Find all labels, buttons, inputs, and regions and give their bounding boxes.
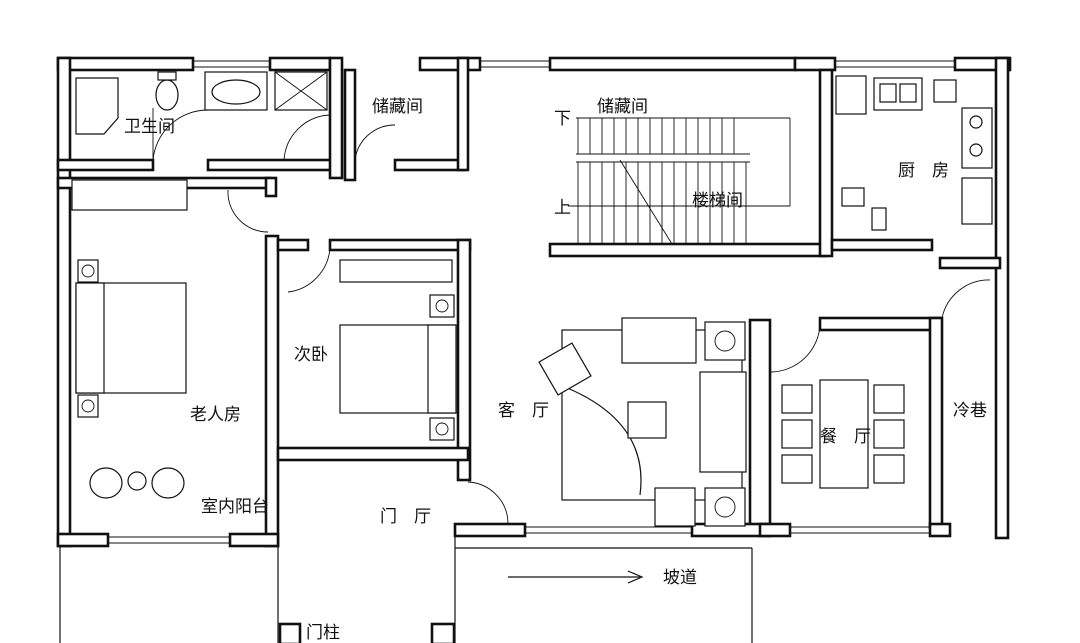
ramp-arrow-icon [508,570,644,584]
second-bedroom-furniture [339,259,457,441]
label-stair-up: 上 [554,198,571,218]
label-foyer: 门 厅 [380,507,431,527]
label-gate-pillar: 门柱 [306,623,340,643]
label-kitchen: 厨 房 [898,161,949,181]
label-ramp: 坡道 [663,568,697,588]
label-elder-room: 老人房 [190,405,241,425]
label-storage-stair: 储藏间 [597,97,648,117]
living-room-furniture [538,317,747,527]
label-storage-left: 储藏间 [372,97,423,117]
walls [56,56,1012,643]
doors [152,108,991,525]
kitchen-fixtures [835,75,993,231]
stair-treads [568,117,791,245]
bathroom-fixtures [75,71,328,135]
label-stair-down: 下 [554,109,571,129]
label-dining-room: 餐 厅 [820,427,871,447]
label-second-bedroom: 次卧 [294,345,328,365]
elder-room-furniture [71,179,188,499]
room-labels: 卫生间 储藏间 储藏间 下 上 楼梯间 厨 房 老人房 次卧 客 厅 餐 厅 冷… [124,97,987,643]
label-cold-lane: 冷巷 [953,401,987,421]
label-indoor-balcony: 室内阳台 [201,497,269,517]
label-bathroom: 卫生间 [124,117,175,137]
dining-furniture [781,379,905,489]
label-living-room: 客 厅 [498,401,549,421]
label-stairwell: 楼梯间 [692,191,743,211]
